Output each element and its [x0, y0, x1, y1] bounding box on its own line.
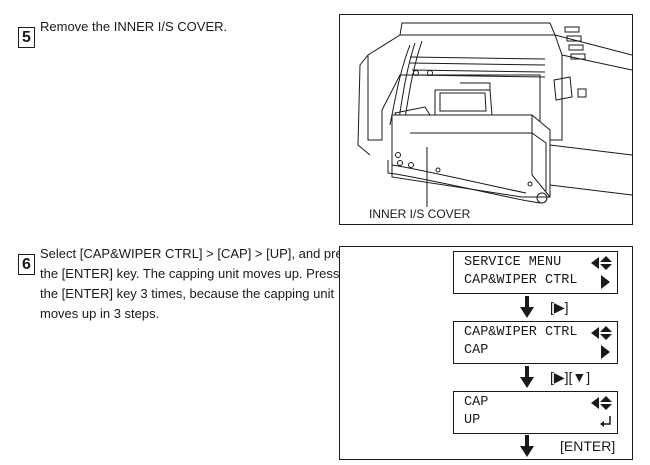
- right-triangle-icon: [601, 275, 610, 289]
- inner-cover-label: INNER I/S COVER: [369, 207, 471, 221]
- step-6-line-2: the [ENTER] key. The capping unit moves …: [40, 266, 340, 281]
- step-5-number: 5: [18, 27, 35, 48]
- key-press-right-down: [▶][▼]: [550, 368, 591, 385]
- step-6-line-1: Select [CAP&WIPER CTRL] > [CAP] > [UP], …: [40, 246, 356, 261]
- flow-step-1: [▶]: [520, 296, 569, 318]
- right-triangle-icon: [601, 345, 610, 359]
- left-updown-triangle-icon: [591, 326, 612, 340]
- step-6-line-3: the [ENTER] key 3 times, because the cap…: [40, 286, 335, 301]
- lcd-2-line-1: CAP&WIPER CTRL: [464, 325, 578, 340]
- flow-step-3: [ENTER]: [520, 435, 615, 457]
- lcd-screen-service-menu: SERVICE MENU CAP&WIPER CTRL: [453, 251, 618, 294]
- down-arrow-icon: [520, 296, 534, 318]
- left-updown-triangle-icon: [591, 396, 612, 410]
- printer-illustration: [357, 22, 632, 207]
- lcd-screen-cap-up: CAP UP: [453, 391, 618, 434]
- flow-step-2: [▶][▼]: [520, 366, 590, 388]
- lcd-screen-cap-wiper-ctrl: CAP&WIPER CTRL CAP: [453, 321, 618, 364]
- lcd-3-line-1: CAP: [464, 395, 489, 410]
- printer-figure: INNER I/S COVER: [339, 14, 633, 225]
- step-6-number: 6: [18, 254, 35, 275]
- lcd-2-line-2: CAP: [464, 343, 489, 358]
- key-press-right: [▶]: [550, 298, 569, 315]
- key-press-enter: [ENTER]: [560, 438, 616, 454]
- lcd-1-line-2: CAP&WIPER CTRL: [464, 273, 578, 288]
- left-updown-triangle-icon: [591, 256, 612, 270]
- down-arrow-icon: [520, 366, 534, 388]
- lcd-3-line-2: UP: [464, 413, 481, 428]
- lcd-sequence-figure: SERVICE MENU CAP&WIPER CTRL [▶] CAP&WIPE…: [339, 246, 633, 460]
- step-5-instruction: Remove the INNER I/S COVER.: [40, 19, 228, 34]
- step-6-instruction: Select [CAP&WIPER CTRL] > [CAP] > [UP], …: [40, 244, 356, 324]
- enter-return-icon: [600, 416, 611, 427]
- lcd-1-line-1: SERVICE MENU: [464, 255, 562, 270]
- step-6-line-4: moves up in 3 steps.: [40, 306, 160, 321]
- down-arrow-icon: [520, 435, 534, 457]
